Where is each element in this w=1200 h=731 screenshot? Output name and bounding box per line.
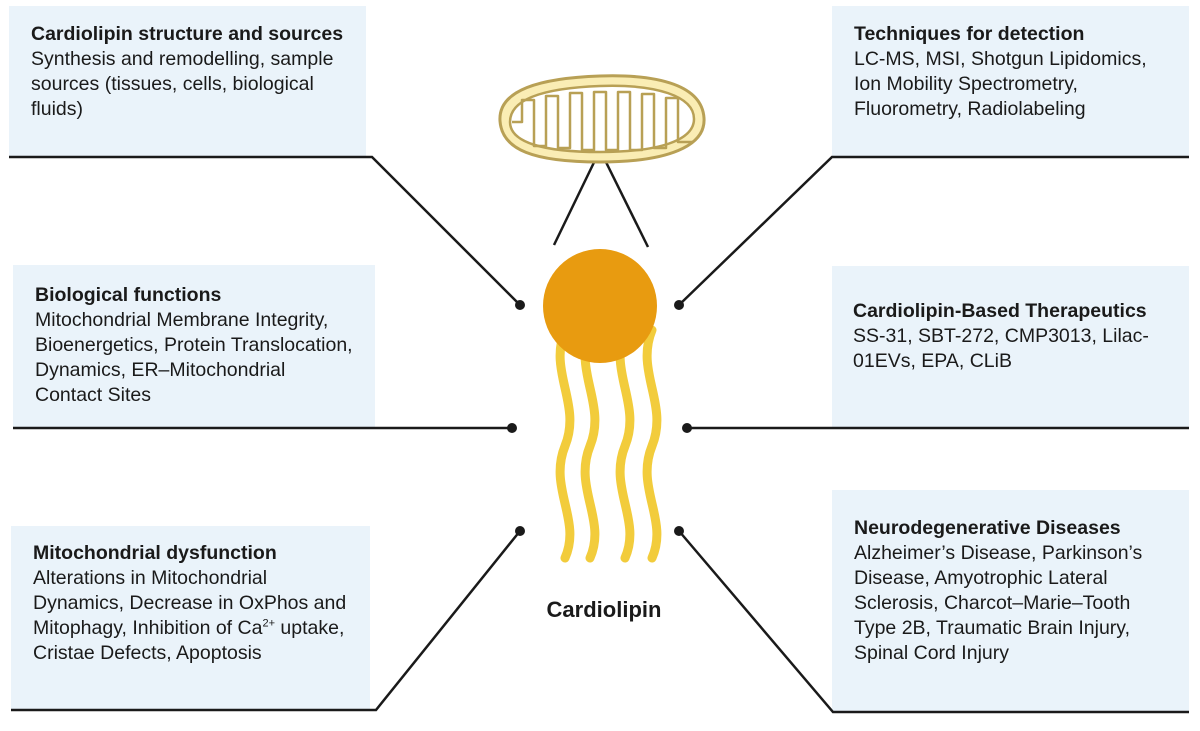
tail-3 [615,325,635,563]
box-mitochondrial-dysfunction: Mitochondrial dysfunction Alterations in… [11,526,370,709]
tail-2 [580,325,600,563]
box-body: Synthesis and remodelling, sample source… [31,48,334,120]
connector-lines [9,149,1189,714]
box-biological-functions: Biological functions Mitochondrial Membr… [13,265,375,427]
connector-dots [507,300,692,536]
box-body: SS-31, SBT-272, CMP3013, Lilac-01EVs, EP… [853,325,1149,372]
box-title: Cardiolipin-Based Therapeutics [853,300,1147,322]
box-therapeutics: Cardiolipin-Based Therapeutics SS-31, SB… [832,266,1189,427]
connector-dysfunction [11,530,521,712]
dot-functions [507,423,517,433]
connector-detection [678,155,1189,306]
box-title: Mitochondrial dysfunction [33,542,277,564]
dot-structure [515,300,525,310]
mito-line-left [552,149,602,246]
center-label: Cardiolipin [546,597,662,622]
box-body: LC-MS, MSI, Shotgun Lipidomics, Ion Mobi… [854,48,1147,120]
connector-structure [9,155,521,306]
box-body-part: uptake, Cristae Defects, Apoptosis [33,617,345,664]
dot-detection [674,300,684,310]
connector-neuro [678,530,1189,714]
box-title: Biological functions [35,284,222,306]
box-body: Mitochondrial Membrane Integrity, Bioene… [35,309,353,406]
dot-dysfunction [515,526,525,536]
box-cardiolipin-structure: Cardiolipin structure and sources Synthe… [9,6,366,156]
cardiolipin-tails [555,325,662,563]
box-body-part: Alterations in Mitochondrial Dynamics, D… [33,567,347,639]
mitochondrion-icon [498,74,706,164]
tail-4 [642,325,662,563]
dot-therapeutics [682,423,692,433]
superscript: 2+ [262,617,275,630]
box-title: Techniques for detection [854,23,1085,45]
box-detection-techniques: Techniques for detection LC-MS, MSI, Sho… [832,6,1189,156]
mito-line-right [598,149,650,248]
box-neurodegenerative-diseases: Neurodegenerative Diseases Alzheimer’s D… [832,490,1189,712]
box-body: Alterations in Mitochondrial Dynamics, D… [33,566,350,666]
box-title: Cardiolipin structure and sources [31,23,344,45]
box-body: Alzheimer’s Disease, Parkinson’s Disease… [854,542,1143,664]
box-title: Neurodegenerative Diseases [854,517,1121,539]
tail-1 [555,325,575,563]
cardiolipin-head [543,249,657,363]
dot-neuro [674,526,684,536]
cardiolipin-molecule [543,249,662,563]
